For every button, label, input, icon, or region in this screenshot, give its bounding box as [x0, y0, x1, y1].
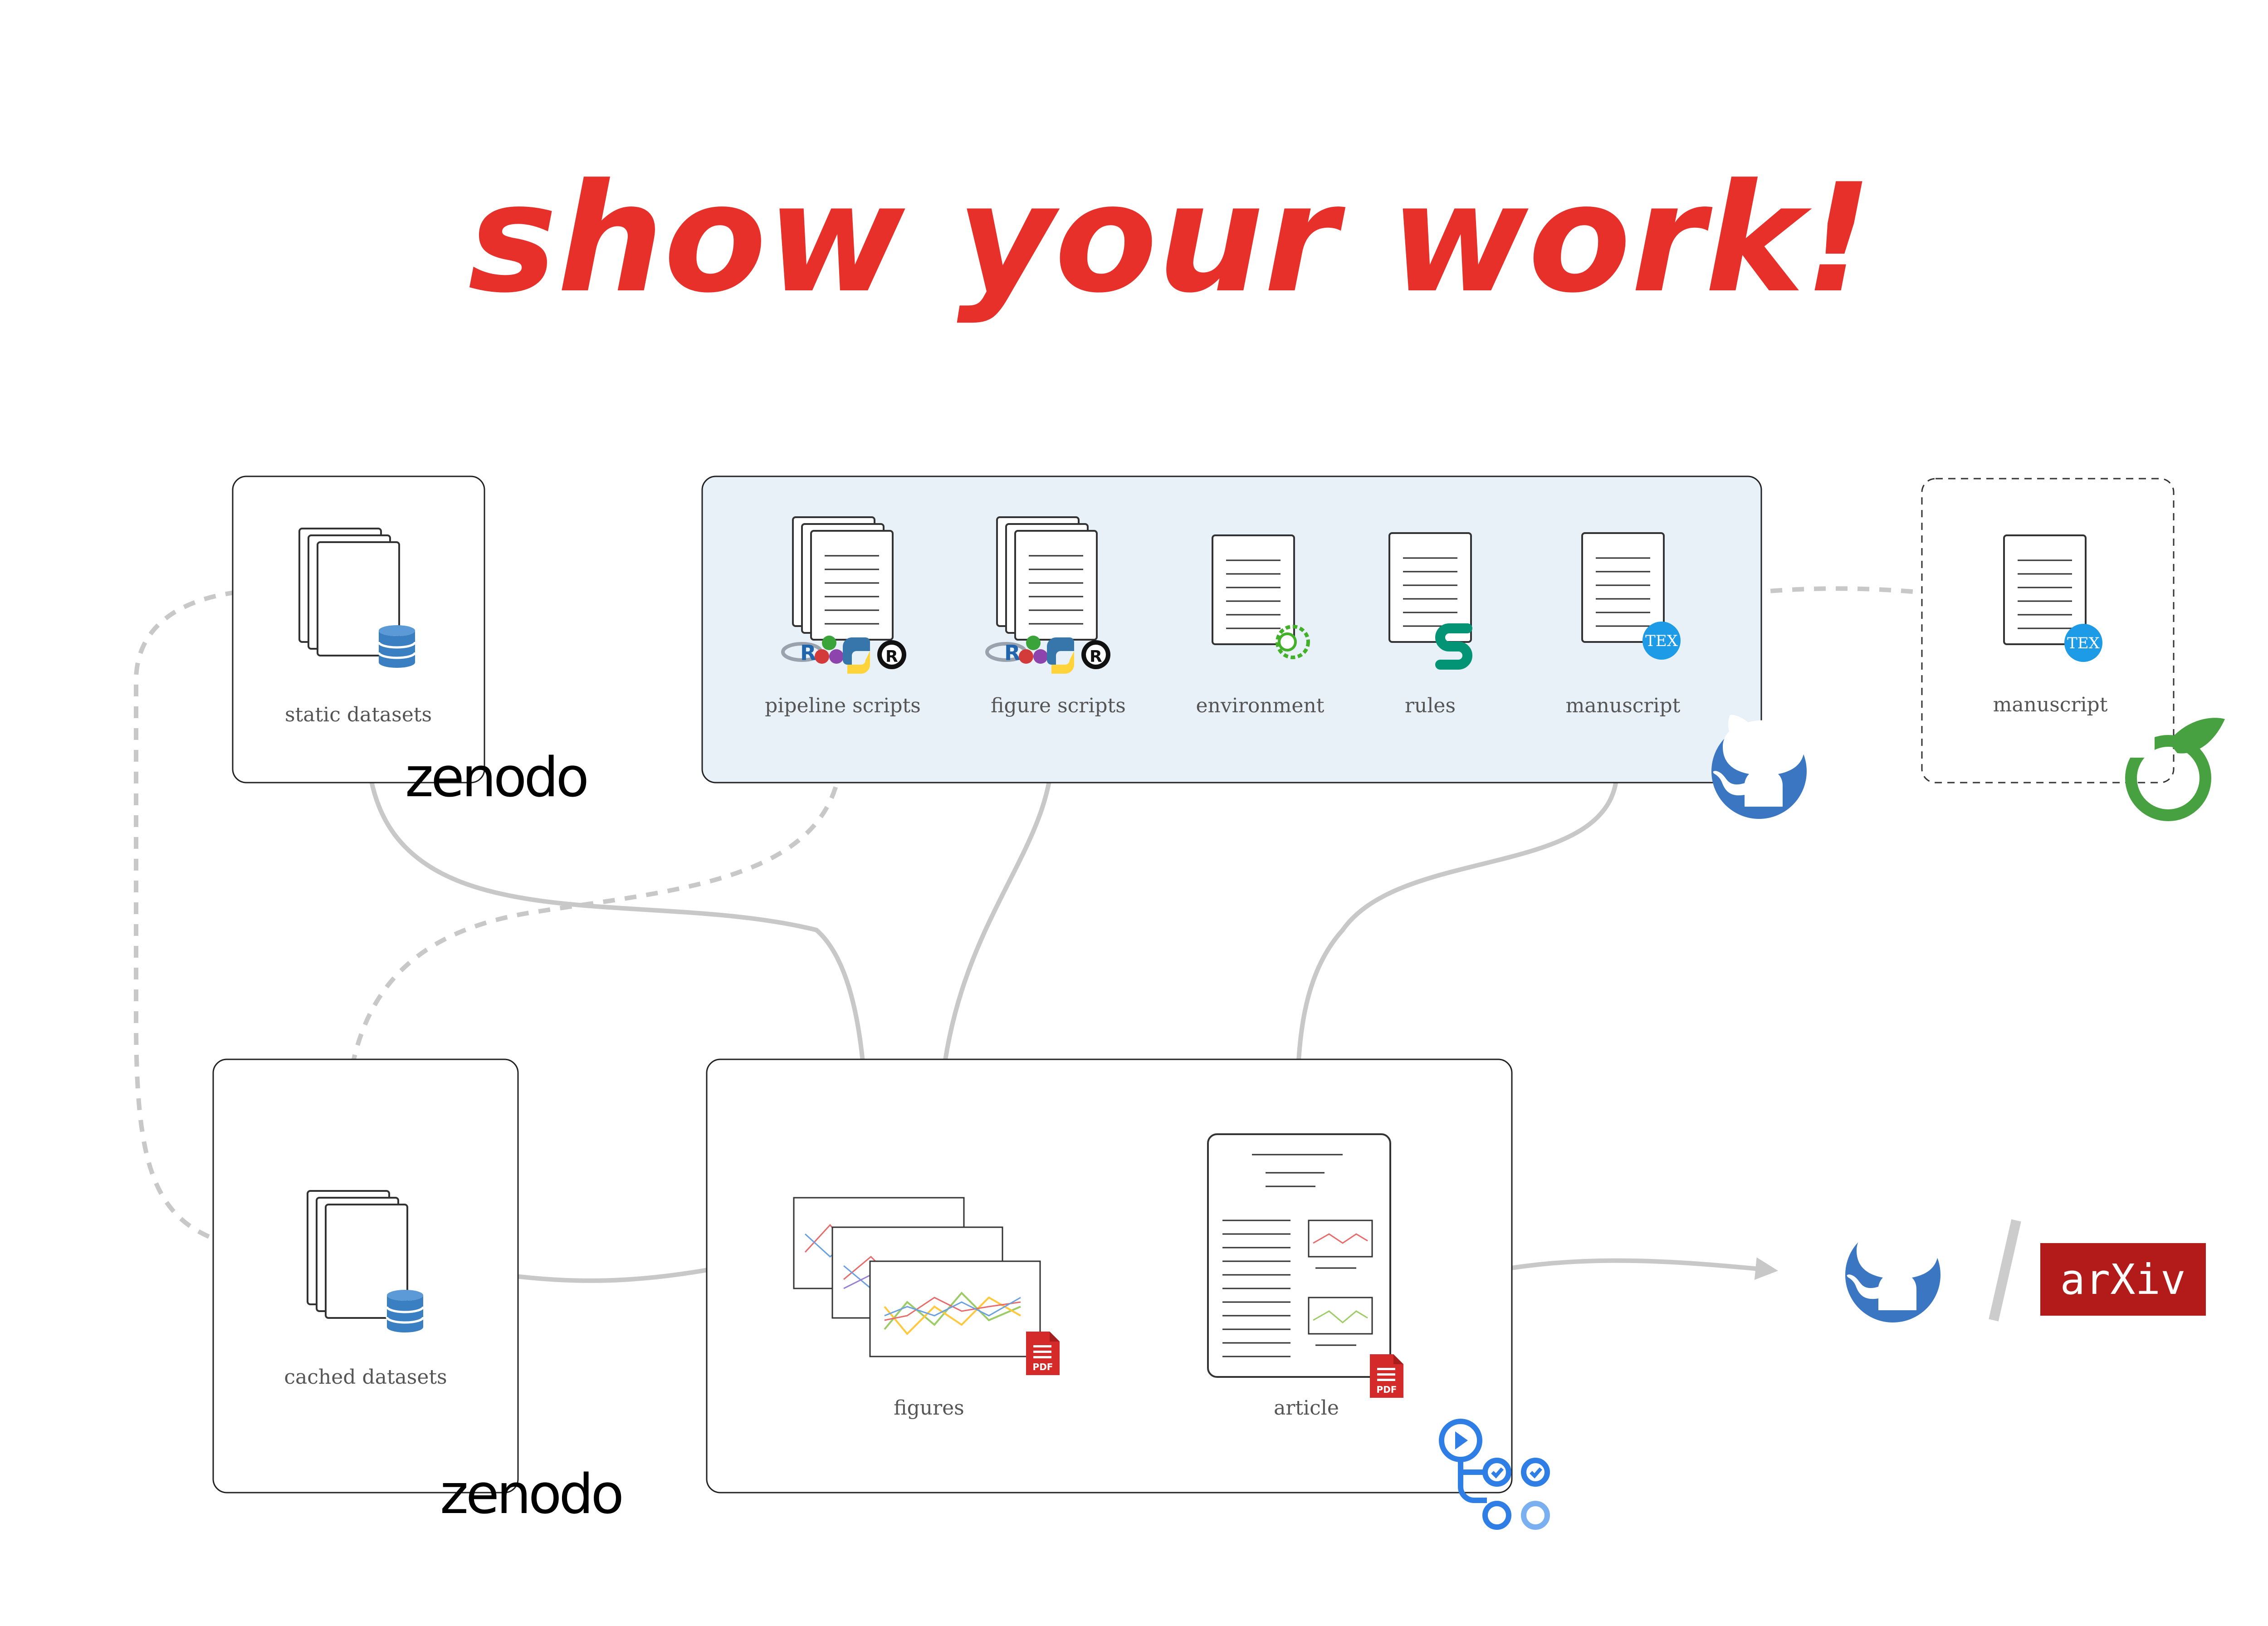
cached-datasets-node: cached datasets: [212, 1058, 519, 1494]
rules-node: rules: [1388, 532, 1472, 717]
slash-divider: [1989, 1219, 2021, 1322]
svg-text:PDF: PDF: [1377, 1384, 1397, 1395]
figure-scripts-node: figure scripts: [987, 516, 1126, 717]
arxiv-logo: arXiv: [2040, 1243, 2206, 1316]
static-datasets-node: static datasets: [232, 475, 485, 784]
figures-label: figures: [894, 1396, 964, 1420]
overleaf-manuscript-node: TEX manuscript: [1921, 478, 2175, 784]
svg-text:arXiv: arXiv: [2060, 1255, 2186, 1304]
pdf-icon: PDF: [1370, 1354, 1403, 1398]
manuscript-repo-node: TEX manuscript: [1566, 532, 1681, 717]
article-node: PDF article: [1207, 1133, 1403, 1420]
overleaf-icon: [2123, 718, 2225, 821]
article-label: article: [1274, 1396, 1339, 1420]
rules-label: rules: [1405, 694, 1456, 717]
page-title: show your work!: [468, 152, 1873, 326]
svg-text:PDF: PDF: [1033, 1362, 1053, 1372]
github-actions-icon: [1439, 1419, 1550, 1530]
arrow-article-to-publish: [1473, 1257, 1778, 1280]
svg-text:TEX: TEX: [1645, 632, 1678, 650]
environment-node: environment: [1196, 534, 1325, 717]
manuscript-overleaf-label: manuscript: [1993, 693, 2108, 716]
zenodo-logo: zenodo: [440, 1463, 621, 1526]
arrows: [134, 578, 1978, 1283]
snakemake-icon: [1435, 623, 1472, 670]
arrow-pipeline-to-cached: [333, 744, 844, 1152]
figure-thumbnail: [869, 1260, 1041, 1357]
outputs-panel: PDF figures: [706, 1058, 1513, 1494]
conda-icon: [1276, 625, 1310, 659]
tex-icon: TEX: [2064, 624, 2102, 662]
github-icon: [1845, 1218, 1941, 1322]
pdf-icon: PDF: [1026, 1332, 1060, 1375]
database-icon: [379, 625, 415, 668]
arrow-static-to-figures: [365, 748, 878, 1148]
arrow-overleaf-to-repo: [1706, 584, 1978, 607]
repository-panel: pipeline scripts figure scripts environm…: [701, 475, 1762, 784]
pipeline-scripts-node: pipeline scripts: [765, 516, 921, 717]
arrow-manuscript-to-article: [1286, 748, 1619, 1116]
cached-datasets-label: cached datasets: [284, 1366, 447, 1389]
svg-text:TEX: TEX: [2067, 634, 2100, 652]
arrow-cached-to-static: [134, 578, 281, 1254]
database-icon: [387, 1290, 423, 1332]
static-datasets-label: static datasets: [285, 703, 432, 726]
figure-scripts-label: figure scripts: [991, 694, 1126, 717]
environment-label: environment: [1196, 694, 1325, 717]
tex-icon: TEX: [1642, 622, 1681, 660]
zenodo-logo: zenodo: [405, 746, 587, 809]
figures-node: PDF figures: [793, 1197, 1060, 1420]
manuscript-repo-label: manuscript: [1566, 694, 1681, 717]
pipeline-scripts-label: pipeline scripts: [765, 694, 921, 717]
